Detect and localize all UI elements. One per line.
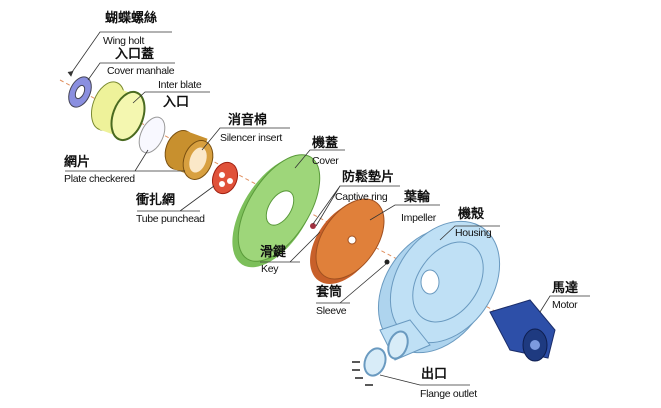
tube-punched <box>211 161 239 195</box>
label-zh-cover: 機蓋 <box>312 136 339 151</box>
cover-manhole <box>91 81 146 142</box>
label-zh-sleeve: 套筒 <box>316 285 343 300</box>
label-zh-impeller: 葉輪 <box>404 190 431 205</box>
label-en-captive-ring: Captive ring <box>335 191 388 203</box>
label-zh-inlet: 入口 <box>163 95 190 110</box>
label-en-housing: Housing <box>455 227 492 239</box>
label-zh-housing: 機殼 <box>458 207 485 222</box>
sleeve <box>384 259 390 265</box>
label-en-tube: Tube punchead <box>136 213 205 225</box>
leader-lines <box>65 31 590 386</box>
plate-checkered <box>138 116 166 154</box>
silencer-insert <box>164 130 214 180</box>
label-zh-tube: 衝扎網 <box>136 193 176 208</box>
captive-ring <box>310 223 316 229</box>
label-en-outlet: Flange outlet <box>420 388 477 400</box>
label-zh-outlet: 出口 <box>421 367 448 382</box>
label-en-sleeve: Sleeve <box>316 305 347 317</box>
label-en-motor: Motor <box>552 299 578 311</box>
label-zh-plate: 網片 <box>64 155 91 170</box>
label-en-silencer: Silencer insert <box>220 132 283 144</box>
wing-bolt <box>68 76 92 108</box>
motor <box>489 299 556 362</box>
label-zh-silencer: 消音棉 <box>228 113 268 128</box>
label-en-wing-bolt: Wing holt <box>103 35 145 47</box>
label-zh-motor: 馬達 <box>552 281 579 296</box>
label-en-cover-manhole: Cover manhale <box>107 65 175 77</box>
label-zh-cover-manhole: 入口蓋 <box>115 47 155 62</box>
label-zh-key: 滑鍵 <box>260 245 287 260</box>
impeller <box>310 198 385 284</box>
label-en-plate: Plate checkered <box>64 173 135 185</box>
label-zh-captive-ring: 防鬆墊片 <box>342 170 395 185</box>
label-en-impeller: Impeller <box>401 212 436 224</box>
label-en-inlet: Inter blate <box>158 79 202 91</box>
housing <box>377 220 501 361</box>
flange-outlet <box>352 330 409 386</box>
label-zh-wing-bolt: 蝴蝶螺絲 <box>105 11 158 26</box>
label-en-key: Key <box>261 263 279 275</box>
cover-disc <box>232 154 321 268</box>
label-en-cover: Cover <box>312 155 339 167</box>
